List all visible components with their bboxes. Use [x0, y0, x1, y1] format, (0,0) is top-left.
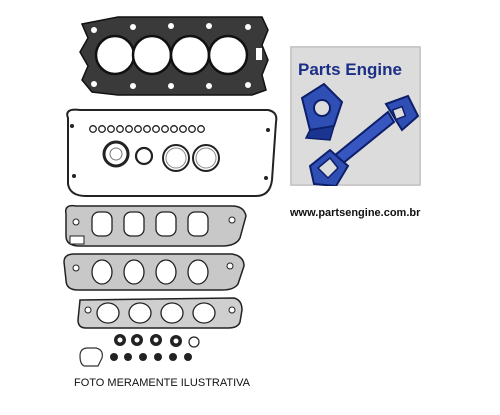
- brand-logo: [290, 46, 421, 186]
- bottom-seals: [79, 334, 200, 367]
- small-seal-rings: [89, 125, 205, 133]
- website-link[interactable]: www.partsengine.com.br: [290, 207, 421, 219]
- nut-icon: [300, 82, 344, 141]
- head-gasket: [79, 16, 269, 96]
- gasket-set-illustration: [63, 16, 278, 367]
- valve-cover-gasket: [66, 108, 278, 197]
- illustrative-photo-caption: FOTO MERAMENTE ILUSTRATIVA: [74, 377, 251, 389]
- seal-rings: [102, 140, 220, 172]
- intake-manifold-gasket-upper: [64, 204, 247, 247]
- brand-title: Parts Engine: [298, 60, 402, 79]
- exhaust-manifold-gasket: [77, 297, 243, 329]
- intake-manifold-gasket-lower: [63, 253, 245, 291]
- wrench-icon: [308, 94, 420, 186]
